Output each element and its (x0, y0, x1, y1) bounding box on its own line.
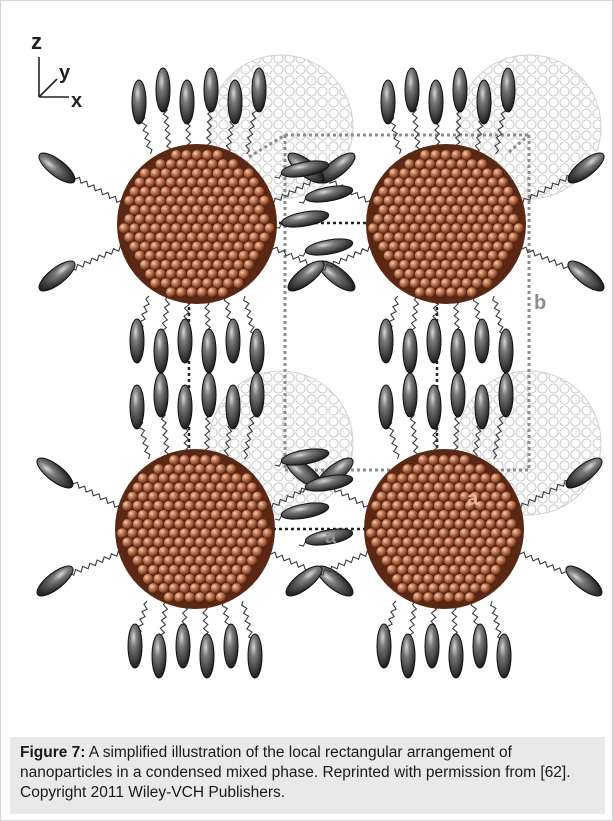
ligand (405, 68, 421, 154)
ligand (222, 601, 238, 668)
nanoparticle (117, 144, 277, 304)
particle-label-a: a (467, 488, 479, 510)
ligand (473, 296, 489, 363)
lattice-label-a: a (325, 526, 337, 548)
ligand (154, 296, 169, 373)
ligand (427, 385, 441, 459)
lattice-label-b: b (534, 292, 546, 314)
axis-label-y: y (59, 62, 71, 84)
ligand (471, 601, 487, 668)
ligand (449, 601, 463, 678)
ligand (491, 601, 511, 678)
nanoparticle (115, 449, 275, 609)
ligand (299, 236, 354, 258)
ligand (427, 296, 441, 363)
ligand (379, 296, 398, 363)
ligand (200, 601, 214, 678)
ligand (128, 601, 147, 668)
ligand (518, 246, 606, 296)
axis-label-z: z (31, 29, 42, 54)
ligand (152, 601, 167, 678)
ligand (154, 373, 170, 459)
ligand (35, 148, 125, 204)
ligand (244, 296, 264, 373)
ligand (180, 80, 194, 154)
ligand (403, 296, 418, 373)
ligand (381, 80, 401, 154)
ligand (156, 68, 172, 154)
caption-text: A simplified illustration of the local r… (20, 744, 571, 801)
caption-label: Figure 7: (20, 744, 85, 761)
ligand (35, 246, 125, 296)
ligand (33, 453, 123, 509)
ligand (429, 80, 443, 154)
ligand (130, 296, 149, 363)
ligand (379, 385, 399, 459)
ligand (425, 601, 439, 668)
ligand (202, 296, 216, 373)
ligand (377, 601, 396, 668)
ligand (178, 296, 192, 363)
ligand (401, 601, 416, 678)
ligand (176, 601, 190, 668)
nanoparticle (364, 449, 524, 609)
ligand (130, 385, 150, 459)
axis-label-x: x (71, 90, 82, 112)
figure-caption: Figure 7: A simplified illustration of t… (10, 737, 605, 814)
ligand (224, 296, 240, 363)
ligand (516, 551, 606, 601)
ligand (403, 373, 419, 459)
ligand (451, 296, 465, 373)
ligand (33, 551, 123, 601)
nanoparticle-illustration: z y x b a a (9, 9, 606, 725)
ligand (242, 601, 262, 678)
ligand (132, 80, 152, 154)
nanoparticle (366, 144, 526, 304)
ligand (493, 296, 513, 373)
ligand (275, 208, 330, 230)
